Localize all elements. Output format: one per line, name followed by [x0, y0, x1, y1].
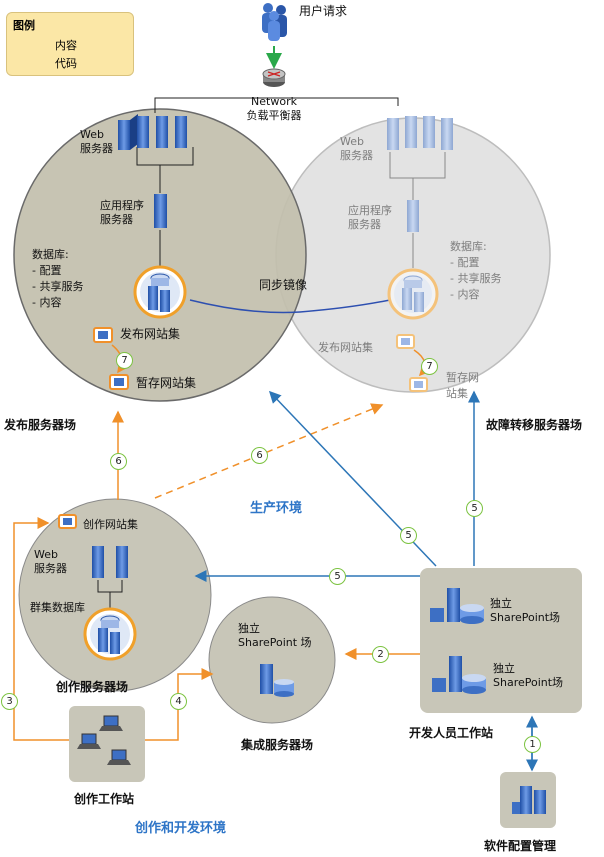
legend-title: 图例 — [13, 19, 35, 32]
step-number: 5 — [466, 500, 483, 517]
step-number: 4 — [170, 693, 187, 710]
integration-farm-name: 集成服务器场 — [241, 738, 314, 752]
app-server-icon — [154, 194, 167, 228]
authoring-web-servers-label: Web 服务器 — [34, 548, 67, 575]
legend-content-label: 内容 — [55, 39, 77, 52]
cluster-database-icon — [83, 607, 137, 661]
laptops-icon — [77, 715, 131, 765]
step-number: 6 — [110, 453, 127, 470]
software-config-label: 软件配置管理 — [484, 839, 557, 853]
authoring-site-label: 创作网站集 — [83, 518, 138, 531]
step-number: 7 — [421, 358, 438, 375]
publish-site-icon — [93, 327, 113, 343]
step-number: 5 — [329, 568, 346, 585]
failover-staging-site-icon — [409, 377, 428, 392]
step-number: 7 — [116, 352, 133, 369]
authoring-workstation-label: 创作工作站 — [74, 792, 135, 806]
cluster-db-label: 群集数据库 — [30, 601, 85, 614]
staging-site-label: 暂存网站集 — [136, 376, 197, 390]
dev-farm2-icon — [432, 656, 486, 694]
software-config-icon — [512, 786, 546, 814]
failover-staging-site-label: 暂存网 站集 — [446, 371, 479, 400]
legend: 图例 内容 代码 — [6, 12, 134, 76]
failover-app-server-label: 应用程序 服务器 — [348, 204, 392, 231]
dev-farm2-label: 独立 SharePoint场 — [493, 662, 564, 689]
production-env-label: 生产环境 — [250, 501, 303, 516]
authoring-farm-circle — [18, 498, 212, 692]
databases-label: 数据库: - 配置 - 共享服务 - 内容 — [32, 248, 84, 309]
dev-farm1-icon — [430, 588, 484, 624]
failover-app-server-icon — [407, 200, 419, 232]
user-request-label: 用户请求 — [299, 4, 348, 18]
failover-database-icon — [387, 268, 439, 320]
publish-site-label: 发布网站集 — [120, 327, 181, 341]
sync-mirror-label: 同步镜像 — [259, 278, 308, 292]
app-server-label: 应用程序 服务器 — [100, 199, 144, 226]
staging-site-icon — [109, 374, 129, 390]
failover-web-servers-icon — [387, 116, 453, 150]
publishing-farm-name: 发布服务器场 — [4, 418, 77, 432]
authoring-dev-env-label: 创作和开发环境 — [135, 821, 227, 836]
step-number: 3 — [1, 693, 18, 710]
failover-farm-name: 故障转移服务器场 — [486, 418, 583, 432]
failover-publish-site-label: 发布网站集 — [318, 341, 373, 354]
authoring-site-icon — [58, 514, 77, 529]
database-icon — [133, 265, 187, 319]
authoring-web-servers-icon — [92, 546, 128, 578]
web-servers-label: Web 服务器 — [80, 128, 113, 155]
failover-publish-site-icon — [396, 334, 415, 349]
legend-code-label: 代码 — [55, 57, 77, 70]
load-balancer-label: Network 负载平衡器 — [246, 95, 302, 122]
failover-web-servers-label: Web 服务器 — [340, 135, 373, 162]
step-number: 5 — [400, 527, 417, 544]
step-number: 6 — [251, 447, 268, 464]
dev-workstations-name: 开发人员工作站 — [409, 726, 494, 740]
authoring-farm-name: 创作服务器场 — [56, 680, 129, 694]
integration-farm-circle — [208, 596, 336, 724]
users-icon — [262, 3, 287, 41]
failover-databases-label: 数据库: - 配置 - 共享服务 - 内容 — [450, 240, 502, 301]
integration-server-icon — [260, 664, 294, 697]
web-servers-icon — [118, 114, 187, 150]
step-number: 2 — [372, 646, 389, 663]
integration-standalone-label: 独立 SharePoint 场 — [238, 622, 312, 649]
step-number: 1 — [524, 736, 541, 753]
router-icon — [262, 68, 286, 87]
dev-farm1-label: 独立 SharePoint场 — [490, 597, 561, 624]
